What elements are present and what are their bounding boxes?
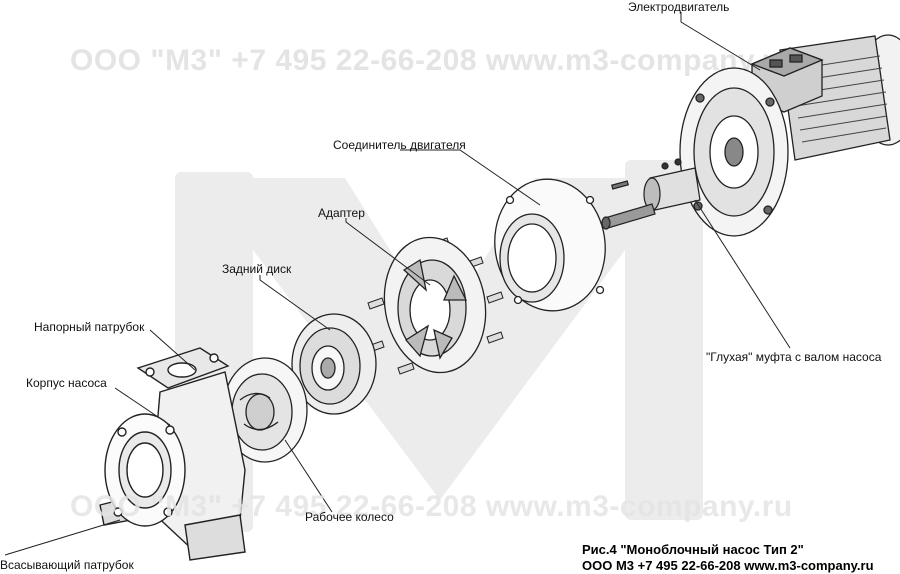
label-motor: Электродвигатель [628, 0, 730, 14]
leader-lines [4, 12, 791, 556]
motor-connector-flange [494, 178, 606, 312]
label-pump-body: Корпус насоса [26, 376, 107, 390]
back-disc [291, 313, 377, 415]
figure-caption-line1: Рис.4 "Моноблочный насос Тип 2" [582, 542, 804, 557]
watermark-bottom: ООО "М3" +7 495 22-66-208 www.m3-company… [70, 490, 793, 523]
impeller [222, 357, 308, 463]
label-impeller: Рабочее колесо [305, 510, 394, 524]
label-discharge-nozzle: Напорный патрубок [34, 320, 145, 334]
motor [679, 34, 900, 237]
adapter [383, 236, 487, 374]
label-suction-nozzle: Всасывающий патрубок [0, 558, 134, 572]
label-motor-connector: Соединитель двигателя [333, 138, 466, 152]
coupling-shaft [601, 158, 701, 230]
figure-caption-line2: ООО М3 +7 495 22-66-208 www.m3-company.r… [582, 558, 874, 573]
pump-body [99, 347, 246, 561]
label-coupling: "Глухая" муфта с валом насоса [706, 350, 882, 364]
label-back-disc: Задний диск [222, 262, 292, 276]
label-adapter: Адаптер [318, 206, 365, 220]
watermark-top: ООО "М3" +7 495 22-66-208 www.m3-company… [70, 44, 793, 77]
